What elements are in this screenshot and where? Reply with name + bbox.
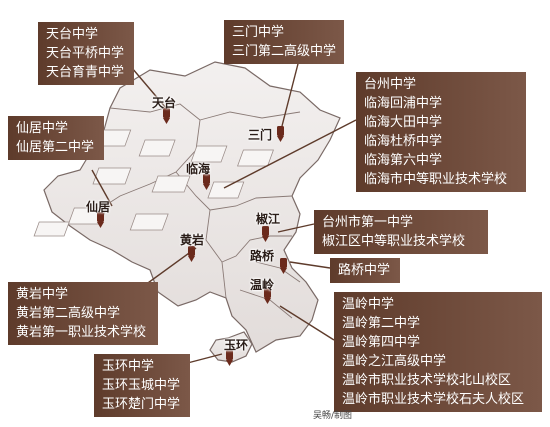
school-name: 临海回浦中学 [364, 96, 443, 111]
school-name: 仙居第二中学 [16, 140, 95, 155]
desk-illustrations [33, 129, 274, 237]
school-name: 玉环楚门中学 [102, 397, 181, 412]
pin-markers [97, 108, 287, 366]
school-name: 黄岩中学 [16, 287, 69, 302]
pin-icon-linhai [203, 174, 210, 190]
school-list-sanmen: 三门中学 三门第二高级中学 [224, 20, 344, 64]
school-list-jiaojiang: 台州市第一中学 椒江区中等职业技术学校 [314, 210, 488, 254]
school-list-yuhuan: 玉环中学 玉环玉城中学 玉环楚门中学 [94, 354, 190, 417]
school-name: 三门中学 [232, 25, 285, 40]
city-label-tiantai: 天台 [152, 96, 177, 110]
school-name: 黄岩第二高级中学 [16, 306, 121, 321]
city-label-huangyan: 黄岩 [180, 233, 205, 247]
school-list-linhai: 台州中学 临海回浦中学 临海大田中学 临海杜桥中学 临海第六中学 临海市中等职业… [356, 72, 526, 192]
school-name: 温岭市职业技术学校北山校区 [342, 373, 512, 388]
pin-icon-huangyan [188, 246, 195, 262]
school-name: 温岭之江高级中学 [342, 354, 447, 369]
school-name: 黄岩第一职业技术学校 [16, 325, 147, 340]
city-label-sanmen: 三门 [248, 128, 273, 142]
city-label-xianju: 仙居 [86, 200, 111, 214]
school-name: 玉环玉城中学 [102, 378, 181, 393]
pin-icon-tiantai [163, 108, 170, 124]
pin-icon-yuhuan [226, 350, 233, 366]
pin-icon-luqiao [280, 258, 287, 274]
city-label-linhai: 临海 [186, 162, 211, 176]
school-list-tiantai: 天台中学 天台平桥中学 天台育青中学 [38, 22, 134, 85]
school-name: 温岭第四中学 [342, 335, 421, 350]
school-name: 温岭中学 [342, 297, 395, 312]
graphic-credit: 吴畅/制图 [313, 411, 353, 421]
school-name: 台州市第一中学 [322, 215, 414, 230]
school-list-luqiao: 路桥中学 [330, 258, 400, 283]
city-label-jiaojiang: 椒江 [256, 212, 281, 226]
pin-icon-wenling [264, 288, 271, 304]
school-list-xianju: 仙居中学 仙居第二中学 [8, 116, 104, 160]
city-label-wenling: 温岭 [250, 278, 275, 292]
school-name: 台州中学 [364, 77, 417, 92]
school-name: 玉环中学 [102, 359, 155, 374]
school-name: 天台平桥中学 [46, 46, 125, 61]
school-name: 温岭第二中学 [342, 316, 421, 331]
school-name: 仙居中学 [16, 121, 69, 136]
school-name: 天台中学 [46, 27, 99, 42]
school-name: 临海大田中学 [364, 115, 443, 130]
pin-icon-xianju [97, 212, 104, 228]
pin-icon-sanmen [277, 126, 284, 142]
pin-icon-jiaojiang [262, 226, 269, 242]
school-name: 临海市中等职业技术学校 [364, 172, 508, 187]
school-name: 路桥中学 [338, 263, 391, 278]
leader-lines [91, 55, 357, 367]
city-label-luqiao: 路桥 [250, 249, 275, 263]
school-name: 临海第六中学 [364, 153, 443, 168]
city-label-yuhuan: 玉环 [224, 338, 249, 352]
school-name: 椒江区中等职业技术学校 [322, 234, 466, 249]
school-name: 三门第二高级中学 [232, 44, 337, 59]
school-list-huangyan: 黄岩中学 黄岩第二高级中学 黄岩第一职业技术学校 [8, 282, 158, 345]
school-name: 天台育青中学 [46, 65, 125, 80]
school-name: 临海杜桥中学 [364, 134, 443, 149]
school-name: 温岭市职业技术学校石夫人校区 [342, 392, 525, 407]
school-list-wenling: 温岭中学 温岭第二中学 温岭第四中学 温岭之江高级中学 温岭市职业技术学校北山校… [334, 292, 542, 412]
